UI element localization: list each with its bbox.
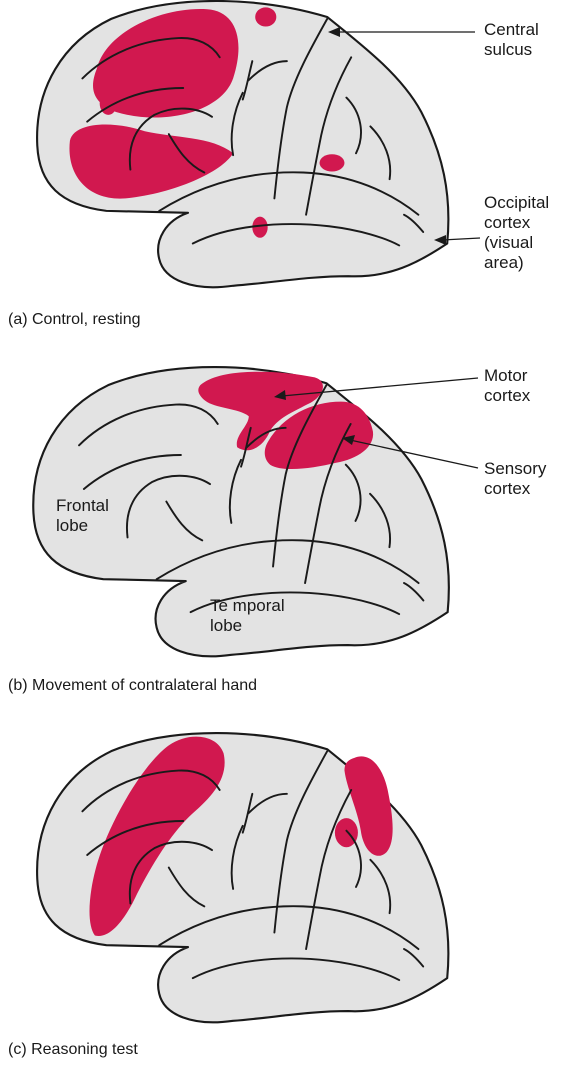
caption-b: (b) Movement of contralateral hand: [8, 676, 257, 696]
label-temporal-lobe: Te mporal lobe: [210, 596, 285, 636]
caption-a: (a) Control, resting: [8, 310, 141, 330]
label-frontal-lobe: Frontal lobe: [56, 496, 109, 536]
brain-panel-c: [0, 712, 567, 1032]
label-motor-cortex: Motor cortex: [484, 366, 530, 406]
label-occipital-cortex: Occipital cortex (visual area): [484, 193, 549, 273]
activity-spot-3: [320, 154, 345, 171]
brain-panel-a: [0, 0, 567, 300]
caption-c: (c) Reasoning test: [8, 1040, 138, 1060]
label-central-sulcus: Central sulcus: [484, 20, 539, 60]
activity-spot-2: [255, 7, 276, 26]
label-sensory-cortex: Sensory cortex: [484, 459, 546, 499]
